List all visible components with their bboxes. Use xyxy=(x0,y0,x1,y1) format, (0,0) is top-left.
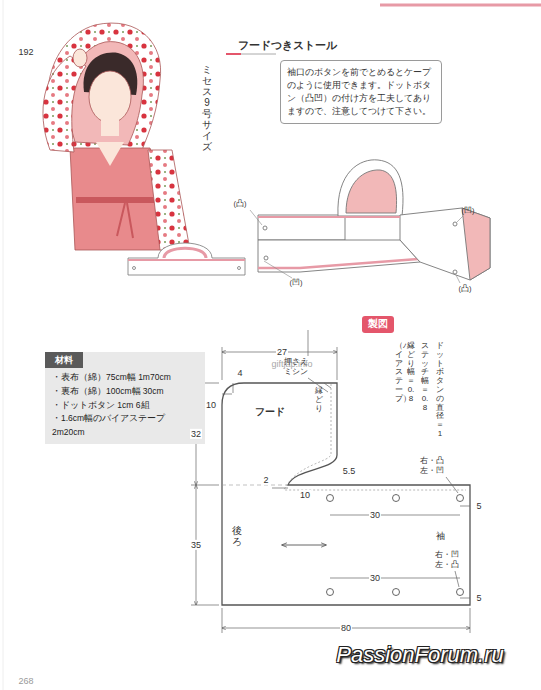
page-number: 268 xyxy=(18,676,33,686)
snap-mark: 右・凸 xyxy=(420,457,444,466)
snap-mark: 左・凸 xyxy=(435,561,459,570)
top-bar xyxy=(380,4,541,7)
spec-note: ドットボタンの直径＝1 xyxy=(436,342,444,439)
dimension: 27 xyxy=(276,347,288,357)
box-text: ・表布（綿）75cm幅 1m70cm xyxy=(45,371,205,385)
piece-name: フード xyxy=(255,406,285,418)
spec-note: （バイアステープ） xyxy=(395,342,403,404)
dimension: 30 xyxy=(369,510,381,520)
snap-mark: (凹) xyxy=(290,279,303,288)
dimension: 4 xyxy=(236,368,243,378)
dimension: 5 xyxy=(475,501,482,511)
box-text: ・ドットボタン 1cm 6組 xyxy=(45,399,205,413)
snap-mark: (凸) xyxy=(234,200,247,209)
section-badge: 製図 xyxy=(362,316,394,333)
binding-note: 縁どり xyxy=(315,387,323,413)
piece-name: 後ろ xyxy=(232,525,242,547)
watermark: PassionForum.ru xyxy=(336,642,504,667)
page-title: フードつきストール xyxy=(238,38,337,53)
dimension: 2 xyxy=(262,475,269,485)
item-number: 192 xyxy=(18,47,33,57)
spec-note: ステッチ幅＝0.8 xyxy=(421,342,429,412)
box-text: ・裏布（綿）100cm幅 30cm xyxy=(45,385,205,399)
dimension: 5 xyxy=(475,593,482,603)
flat-stole-sketch xyxy=(128,243,245,275)
dimension: 35 xyxy=(190,540,202,550)
title-rule xyxy=(241,54,276,55)
model-figure xyxy=(43,23,190,250)
snap-mark: (凸) xyxy=(459,285,472,294)
box-text: 製図 xyxy=(368,318,388,331)
note-box: 袖口のボタンを前でとめるとケープのように使用できます。ドットボタン（凸凹）の付け… xyxy=(280,60,442,124)
dimension: 10 xyxy=(299,490,311,500)
dimension: 5.5 xyxy=(342,466,357,476)
title-rule xyxy=(226,53,241,55)
spec-note: 縁どり幅＝0.8 xyxy=(407,342,415,404)
stitch-note: 押さえ ミシン xyxy=(284,357,310,376)
snap-mark: (凹) xyxy=(462,207,475,216)
size-note: ミセス9号サイズ xyxy=(202,64,212,152)
panel-heading: 材料 xyxy=(45,352,83,368)
dimension: 30 xyxy=(369,573,381,583)
worn-stole-sketch xyxy=(250,160,490,283)
dimension: 80 xyxy=(340,623,352,633)
snap-mark: 左・凹 xyxy=(420,467,444,476)
box-text: 袖口のボタンを前でとめるとケープのように使用できます。ドットボタン（凸凹）の付け… xyxy=(287,66,435,118)
page-edge xyxy=(3,0,4,690)
pattern-draft xyxy=(191,330,470,633)
box-text: ・1.6cm幅のバイアステープ 2m20cm xyxy=(45,412,205,439)
dimension: 10 xyxy=(205,400,217,410)
materials-panel: 材料・表布（綿）75cm幅 1m70cm・裏布（綿）100cm幅 30cm・ドッ… xyxy=(45,352,205,444)
dimension: 32 xyxy=(190,429,202,439)
piece-name: 袖 xyxy=(436,531,445,541)
snap-mark: 右・凹 xyxy=(435,551,459,560)
